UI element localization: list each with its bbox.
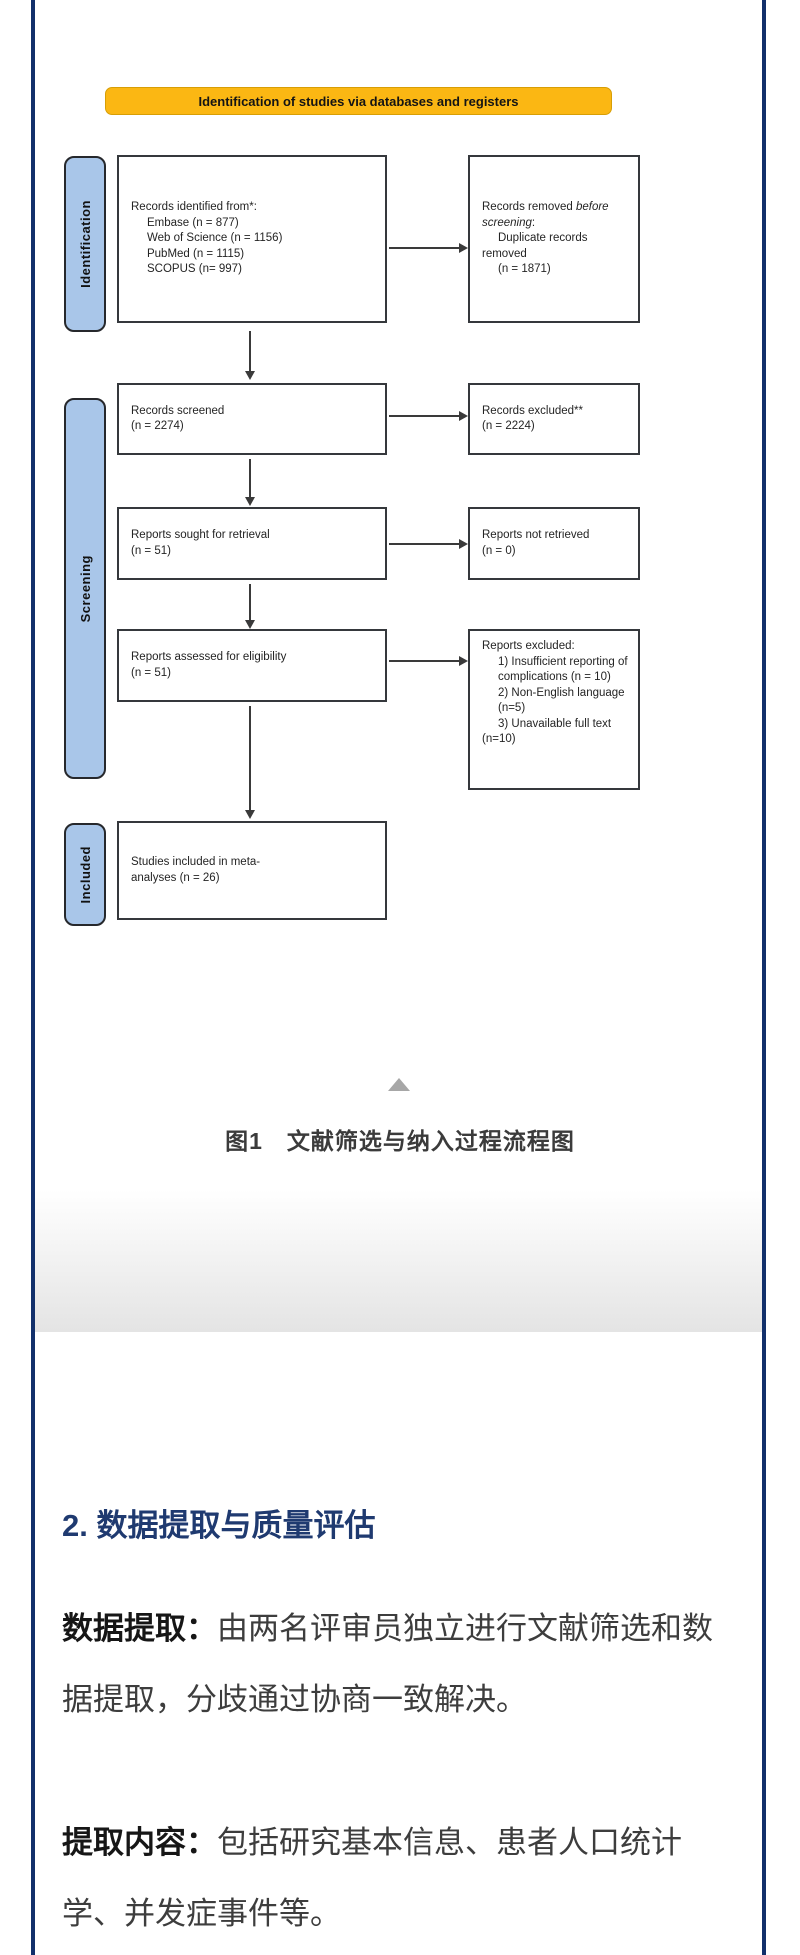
- banner-label: Identification of studies via databases …: [198, 93, 519, 109]
- stage-bar-screening: Screening: [64, 398, 106, 779]
- box-studies-included: Studies included in meta- analyses (n = …: [117, 821, 387, 920]
- section-heading: 2. 数据提取与质量评估: [62, 1508, 376, 1543]
- stage-label-screening: Screening: [77, 554, 93, 623]
- arrow-assessed-to-excluded: [389, 656, 468, 666]
- arrow-assessed-to-included: [245, 706, 255, 819]
- paragraph-extraction-content: 提取内容：包括研究基本信息、患者人口统计 学、并发症事件等。: [62, 1807, 756, 1949]
- paragraph-extraction-content-text: 包括研究基本信息、患者人口统计 学、并发症事件等。: [62, 1825, 682, 1931]
- stage-label-identification: Identification: [77, 200, 93, 288]
- stage-bar-included: Included: [64, 823, 106, 926]
- box-records-excluded: Records excluded** (n = 2224): [468, 383, 640, 455]
- box-reports-sought: Reports sought for retrieval (n = 51): [117, 507, 387, 580]
- arrow-screened-to-excluded: [389, 411, 468, 421]
- stage-label-included: Included: [77, 845, 93, 904]
- box-records-excluded-text: Records excluded** (n = 2224): [482, 404, 584, 433]
- records-removed-italic: before screening: [482, 201, 609, 229]
- box-records-identified-text: Records identified from*: Embase (n = 87…: [131, 201, 283, 276]
- page-right-border: [762, 0, 766, 1955]
- box-records-screened: Records screened (n = 2274): [117, 383, 387, 455]
- box-reports-assessed-text: Reports assessed for eligibility (n = 51…: [131, 651, 287, 679]
- arrow-identified-to-screened: [245, 331, 255, 380]
- box-reports-excluded: Reports excluded: 1) Insufficient report…: [468, 629, 640, 790]
- box-records-removed: Records removed before screening: Duplic…: [468, 155, 640, 323]
- diagram-banner: Identification of studies via databases …: [105, 87, 612, 115]
- box-reports-not-retrieved-text: Reports not retrieved (n = 0): [482, 529, 590, 557]
- section-fade-band: [35, 1190, 762, 1332]
- box-records-removed-text: Records removed before screening: Duplic…: [482, 201, 609, 276]
- page-left-border: [31, 0, 35, 1955]
- stage-bar-identification: Identification: [64, 156, 106, 332]
- box-studies-included-text: Studies included in meta- analyses (n = …: [131, 856, 261, 884]
- paragraph-data-extraction-text: 由两名评审员独立进行文献筛选和数 据提取，分歧通过协商一致解决。: [62, 1611, 713, 1717]
- figure-caption: 图1 文献筛选与纳入过程流程图: [225, 1128, 575, 1154]
- box-reports-not-retrieved: Reports not retrieved (n = 0): [468, 507, 640, 580]
- box-reports-excluded-text: Reports excluded: 1) Insufficient report…: [482, 640, 628, 745]
- box-records-identified: Records identified from*: Embase (n = 87…: [117, 155, 387, 323]
- arrow-screened-to-sought: [245, 459, 255, 506]
- arrow-sought-to-assessed: [245, 584, 255, 629]
- box-records-screened-text: Records screened (n = 2274): [131, 404, 225, 433]
- box-reports-sought-text: Reports sought for retrieval (n = 51): [131, 529, 270, 557]
- box-reports-assessed: Reports assessed for eligibility (n = 51…: [117, 629, 387, 702]
- paragraph-data-extraction-label: 数据提取：: [62, 1611, 217, 1646]
- paragraph-data-extraction: 数据提取：由两名评审员独立进行文献筛选和数 据提取，分歧通过协商一致解决。: [62, 1593, 756, 1735]
- arrow-sought-to-not-retrieved: [389, 539, 468, 549]
- arrow-identified-to-removed: [389, 243, 468, 253]
- paragraph-extraction-content-label: 提取内容：: [62, 1825, 217, 1860]
- collapse-figure-triangle-icon[interactable]: [388, 1078, 410, 1091]
